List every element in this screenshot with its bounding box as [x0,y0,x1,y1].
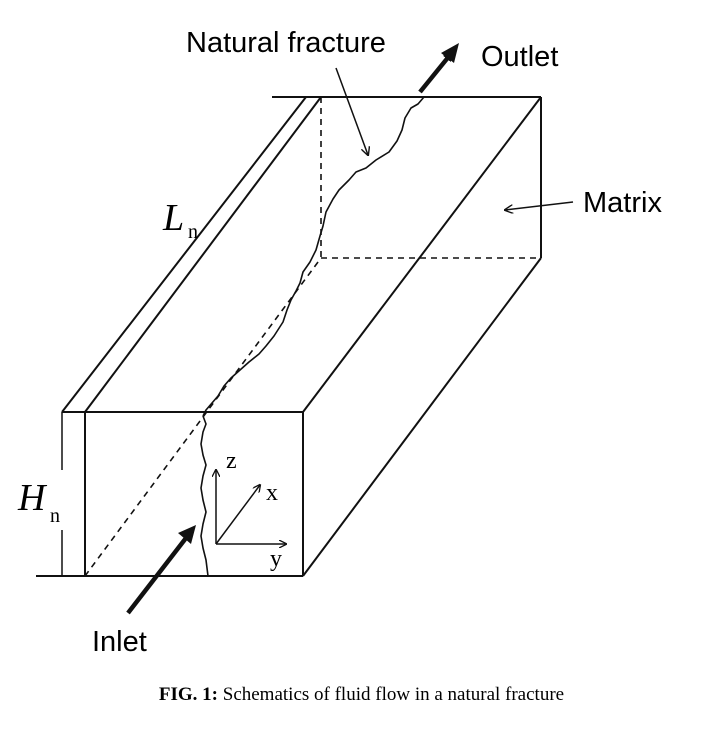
inlet-label: Inlet [92,626,147,658]
axis-x-label: x [266,480,278,506]
height-subscript: n [50,505,60,527]
matrix-label: Matrix [583,187,662,219]
hidden-edges [84,97,541,577]
outlet-arrow [418,51,454,94]
figure-caption: FIG. 1: Schematics of fluid flow in a na… [0,684,723,706]
coordinate-axes: z x y [216,448,286,572]
matrix-leader [505,201,574,210]
length-symbol: L [162,197,184,239]
height-label: H n [17,477,60,527]
x-axis [215,485,260,545]
height-symbol: H [17,477,48,519]
length-subscript: n [188,221,198,243]
natural-fracture-leader [335,67,368,155]
caption-text: Schematics of fluid flow in a natural fr… [222,684,565,705]
inlet-arrow-head [178,525,196,544]
right-face [302,97,542,577]
natural-fracture-crack [200,96,425,577]
top-face [61,96,542,413]
axis-z-label: z [226,448,237,474]
fracture-schematic: z x y Natural fracture Outlet Matrix Inl… [17,27,662,658]
caption-label: FIG. 1: [158,684,218,705]
axis-y-label: y [270,546,282,572]
outlet-label: Outlet [481,41,558,73]
front-face [36,411,304,577]
inlet-arrow [126,536,188,615]
length-label: L n [162,197,198,243]
outlet-arrow-head [441,43,459,63]
natural-fracture-label: Natural fracture [186,27,386,59]
